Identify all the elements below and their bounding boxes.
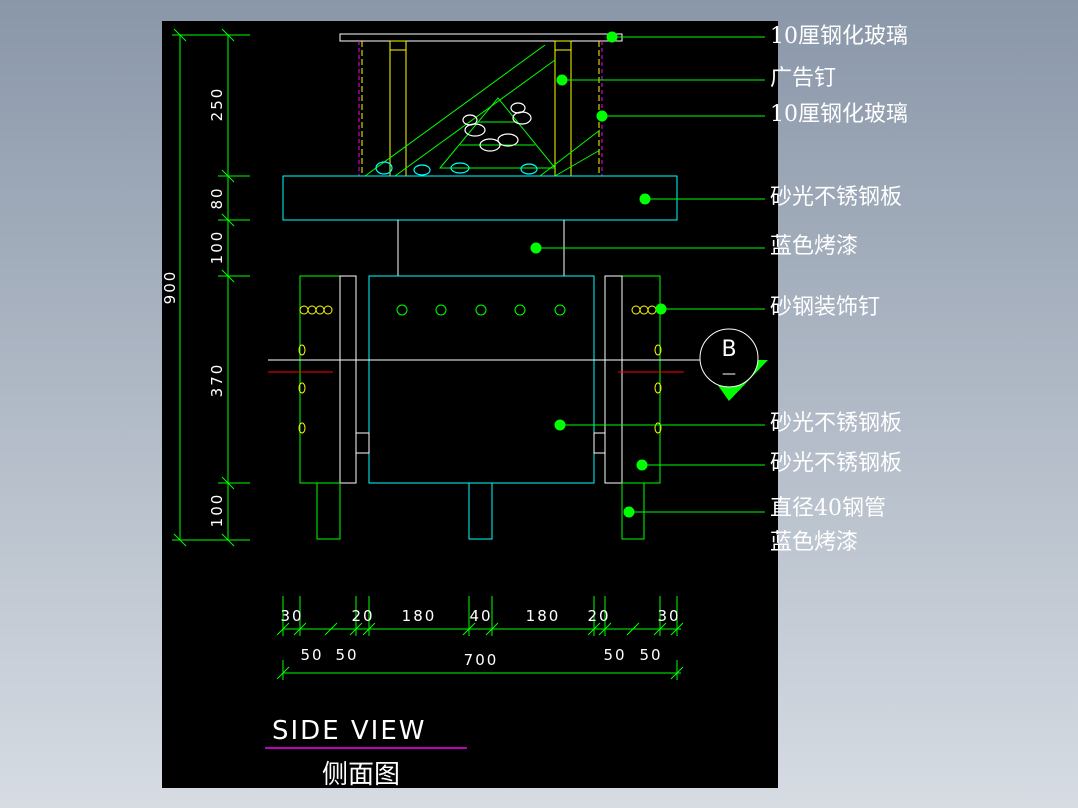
title-side-view: SIDE VIEW — [272, 716, 427, 746]
dim-h-180-right: 180 — [526, 607, 561, 625]
left-leg-assembly — [298, 275, 370, 540]
callout-ss-plate-top: 砂光不锈钢板 — [770, 185, 903, 210]
section-mark-label: B — [721, 337, 736, 362]
callout-ss-plate-mid: 砂光不锈钢板 — [770, 411, 903, 436]
title-cn: 侧面图 — [322, 760, 401, 790]
center-leg — [468, 482, 493, 540]
dim-h-30-right: 30 — [657, 607, 680, 625]
dim-h-50-b: 50 — [335, 646, 358, 664]
dim-h-40: 40 — [469, 607, 492, 625]
dim-h-50-d: 50 — [639, 646, 662, 664]
dim-370: 370 — [208, 363, 226, 398]
section-marker-b: B — — [699, 328, 768, 401]
glass-top-slab — [339, 33, 623, 42]
dim-h-20-right: 20 — [587, 607, 610, 625]
dim-h-50-c: 50 — [603, 646, 626, 664]
dim-total-900: 900 — [161, 270, 179, 305]
callout-deco-nail: 砂钢装饰钉 — [770, 295, 881, 320]
dim-250: 250 — [208, 87, 226, 122]
decorative-nails-center — [396, 304, 566, 316]
right-leg-assembly — [593, 275, 662, 540]
section-mark-sub: — — [722, 366, 736, 382]
callout-ss-plate-side: 砂光不锈钢板 — [770, 451, 903, 476]
callout-steel-tube: 直径40钢管 — [770, 496, 886, 521]
dim-100-a: 100 — [208, 230, 226, 265]
horizontal-dimensions — [276, 596, 684, 680]
dim-h-180-left: 180 — [402, 607, 437, 625]
callout-glass-side: 10厘钢化玻璃 — [770, 102, 908, 127]
dim-80: 80 — [208, 186, 226, 209]
jewelry-ornaments — [375, 102, 538, 176]
horizontal-dim-labels: 30 20 180 40 180 20 30 50 50 700 50 50 — [280, 607, 680, 669]
callout-blue-paint: 蓝色烤漆 — [770, 234, 859, 259]
vertical-dim-labels: 900 250 80 100 370 100 — [161, 87, 226, 528]
dim-h-20-left: 20 — [351, 607, 374, 625]
callout-ad-nail: 广告钉 — [770, 66, 837, 91]
callout-blue-paint-2: 蓝色烤漆 — [770, 530, 859, 555]
callout-glass-top: 10厘钢化玻璃 — [770, 24, 908, 49]
top-steel-plate — [282, 175, 678, 221]
center-cabinet — [368, 275, 595, 484]
dim-100-b: 100 — [208, 493, 226, 528]
drawing-canvas — [162, 21, 778, 788]
dim-h-700: 700 — [464, 651, 499, 669]
glass-case — [339, 33, 623, 177]
vertical-dimensions — [172, 28, 250, 547]
dim-h-50-a: 50 — [300, 646, 323, 664]
dim-h-30-left: 30 — [280, 607, 303, 625]
right-post — [554, 40, 572, 177]
leader-lines — [530, 31, 765, 518]
